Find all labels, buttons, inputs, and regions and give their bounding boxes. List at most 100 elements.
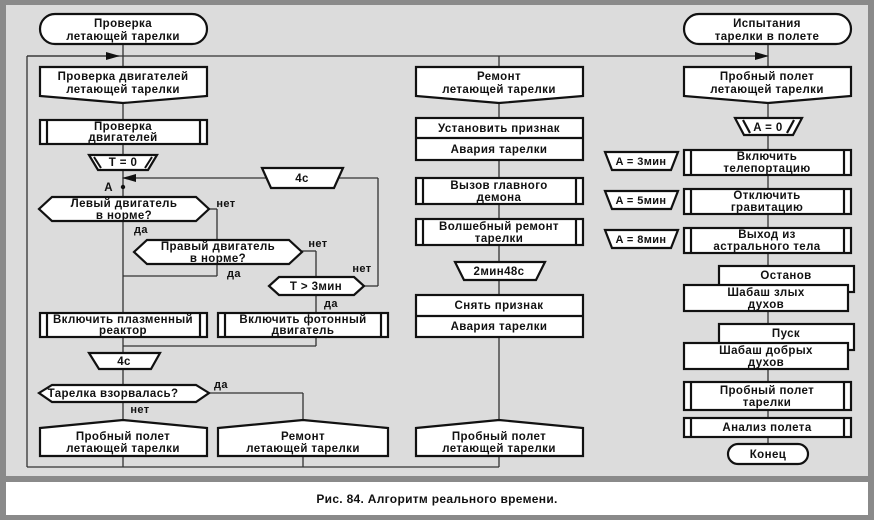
repair-addr-line1: Ремонт	[281, 431, 325, 443]
connector-lines	[26, 44, 769, 468]
subroutine-astral	[682, 226, 853, 255]
good-spirits-line1: Шабаш добрых	[719, 345, 813, 357]
right-engine-q-line2: в норме?	[190, 253, 246, 265]
shapes	[36, 12, 856, 466]
yes-label-left-engine: да	[134, 224, 148, 236]
init-t-label: T = 0	[109, 157, 138, 169]
timer-2min48s-label: 2мин48с	[474, 266, 525, 278]
timer-a-5min	[603, 189, 680, 211]
evil-spirits-line1: Шабаш злых	[727, 287, 805, 299]
test-flight-left-line2: летающей тарелки	[66, 443, 180, 455]
flowchart: Проверка летающей тарелки Проверка двига…	[26, 12, 856, 468]
point-a-dot	[120, 184, 126, 190]
stop-label: Останов	[760, 270, 811, 282]
gravity-line2: гравитацию	[731, 202, 803, 214]
timer-a-8min	[603, 228, 680, 250]
timer-a-3min	[603, 150, 680, 172]
magic-repair-line1: Волшебный ремонт	[439, 221, 559, 233]
init-a-block	[733, 116, 804, 137]
start-right-line2: тарелки в полете	[715, 31, 820, 43]
magic-repair-line2: тарелки	[475, 233, 523, 245]
good-spirits-block	[682, 341, 850, 371]
t-gt-3min-label: T > 3мин	[290, 281, 342, 293]
init-a-label: A = 0	[753, 122, 782, 134]
subroutine-magic-repair	[414, 217, 585, 247]
plasma-line2: реактор	[99, 325, 147, 337]
timer-a-5min-label: A = 5мин	[616, 195, 667, 207]
start-terminator-left	[38, 12, 209, 46]
exploded-q-label: Тарелка взорвалась?	[48, 388, 179, 400]
teleport-line1: Включить	[737, 151, 798, 163]
test-flight-line1: Пробный полет	[720, 385, 814, 397]
analysis-label: Анализ полета	[722, 422, 811, 434]
photon-line2: двигатель	[272, 325, 335, 337]
right-engine-q-line1: Правый двигатель	[161, 241, 275, 253]
timer-2min48s	[453, 260, 547, 282]
branch-header-middle-line2: летающей тарелки	[442, 84, 556, 96]
no-label-t-gt-3min: нет	[352, 263, 371, 275]
branch-header-middle-line1: Ремонт	[477, 71, 521, 83]
decision-t-gt-3min	[267, 275, 366, 297]
branch-header-right	[682, 65, 853, 105]
start-left-line2: летающей тарелки	[66, 31, 180, 43]
timer-4s-bottom-label: 4с	[117, 356, 131, 368]
gravity-line1: Отключить	[733, 190, 800, 202]
branch-header-left-line1: Проверка двигателей	[58, 71, 189, 83]
timer-4s-top	[260, 166, 345, 190]
photon-line1: Включить фотонный	[239, 314, 366, 326]
subroutine-check-engines	[38, 118, 209, 146]
repair-addr-line2: летающей тарелки	[246, 443, 360, 455]
branch-header-left-line2: летающей тарелки	[66, 84, 180, 96]
subroutine-photon-engine	[216, 311, 390, 339]
subroutine-analysis	[682, 416, 853, 439]
init-t-block	[87, 153, 159, 172]
check-engines-line2: двигателей	[88, 132, 157, 144]
good-spirits-line2: духов	[748, 357, 784, 369]
decision-right-engine	[132, 238, 304, 266]
left-engine-q-line2: в норме?	[96, 210, 152, 222]
test-flight-line2: тарелки	[743, 397, 791, 409]
labels: Проверка летающей тарелки Проверка двига…	[48, 18, 824, 461]
yes-label-t-gt-3min: да	[324, 298, 338, 310]
test-flight-middle-line1: Пробный полет	[452, 431, 546, 443]
subroutine-call-demon	[414, 176, 585, 206]
left-engine-q-line1: Левый двигатель	[71, 198, 178, 210]
yes-label-right-engine: да	[227, 268, 241, 280]
subroutine-plasma-reactor	[38, 311, 209, 339]
set-flag-value: Авария тарелки	[451, 144, 548, 156]
clear-flag-label: Снять признак	[455, 300, 544, 312]
test-flight-middle-line2: летающей тарелки	[442, 443, 556, 455]
astral-line1: Выход из	[738, 229, 796, 241]
timer-4s-bottom	[87, 351, 162, 371]
end-label: Конец	[750, 449, 786, 461]
test-flight-left-line1: Пробный полет	[76, 431, 170, 443]
branch-header-middle	[414, 65, 585, 105]
branch-header-right-line1: Пробный полет	[720, 71, 814, 83]
timer-a-3min-label: A = 3мин	[616, 156, 667, 168]
call-demon-line1: Вызов главного	[450, 180, 547, 192]
subroutine-gravity	[682, 187, 853, 216]
no-label-left-engine: нет	[216, 198, 235, 210]
address-test-flight-left	[38, 418, 209, 458]
point-a-label: A	[104, 182, 113, 194]
branch-header-right-line2: летающей тарелки	[710, 84, 824, 96]
call-demon-line2: демона	[477, 192, 522, 204]
figure-caption: Рис. 84. Алгоритм реального времени.	[6, 482, 868, 515]
clear-flag-value: Авария тарелки	[451, 321, 548, 333]
astral-line2: астрального тела	[713, 241, 820, 253]
evil-spirits-block	[682, 283, 850, 313]
start-right-line1: Испытания	[733, 18, 801, 30]
end-terminator	[726, 442, 810, 466]
start-left-line1: Проверка	[94, 18, 152, 30]
plasma-line1: Включить плазменный	[53, 314, 193, 326]
check-engines-line1: Проверка	[94, 121, 152, 133]
decision-left-engine	[37, 195, 211, 223]
subroutine-teleport	[682, 148, 853, 177]
start-proc-label: Пуск	[772, 328, 800, 340]
teleport-line2: телепортацию	[723, 163, 810, 175]
evil-spirits-line2: духов	[748, 299, 784, 311]
timer-a-8min-label: A = 8мин	[616, 234, 667, 246]
address-repair	[216, 418, 390, 458]
decision-exploded	[36, 383, 212, 404]
timer-4s-top-label: 4с	[295, 173, 309, 185]
